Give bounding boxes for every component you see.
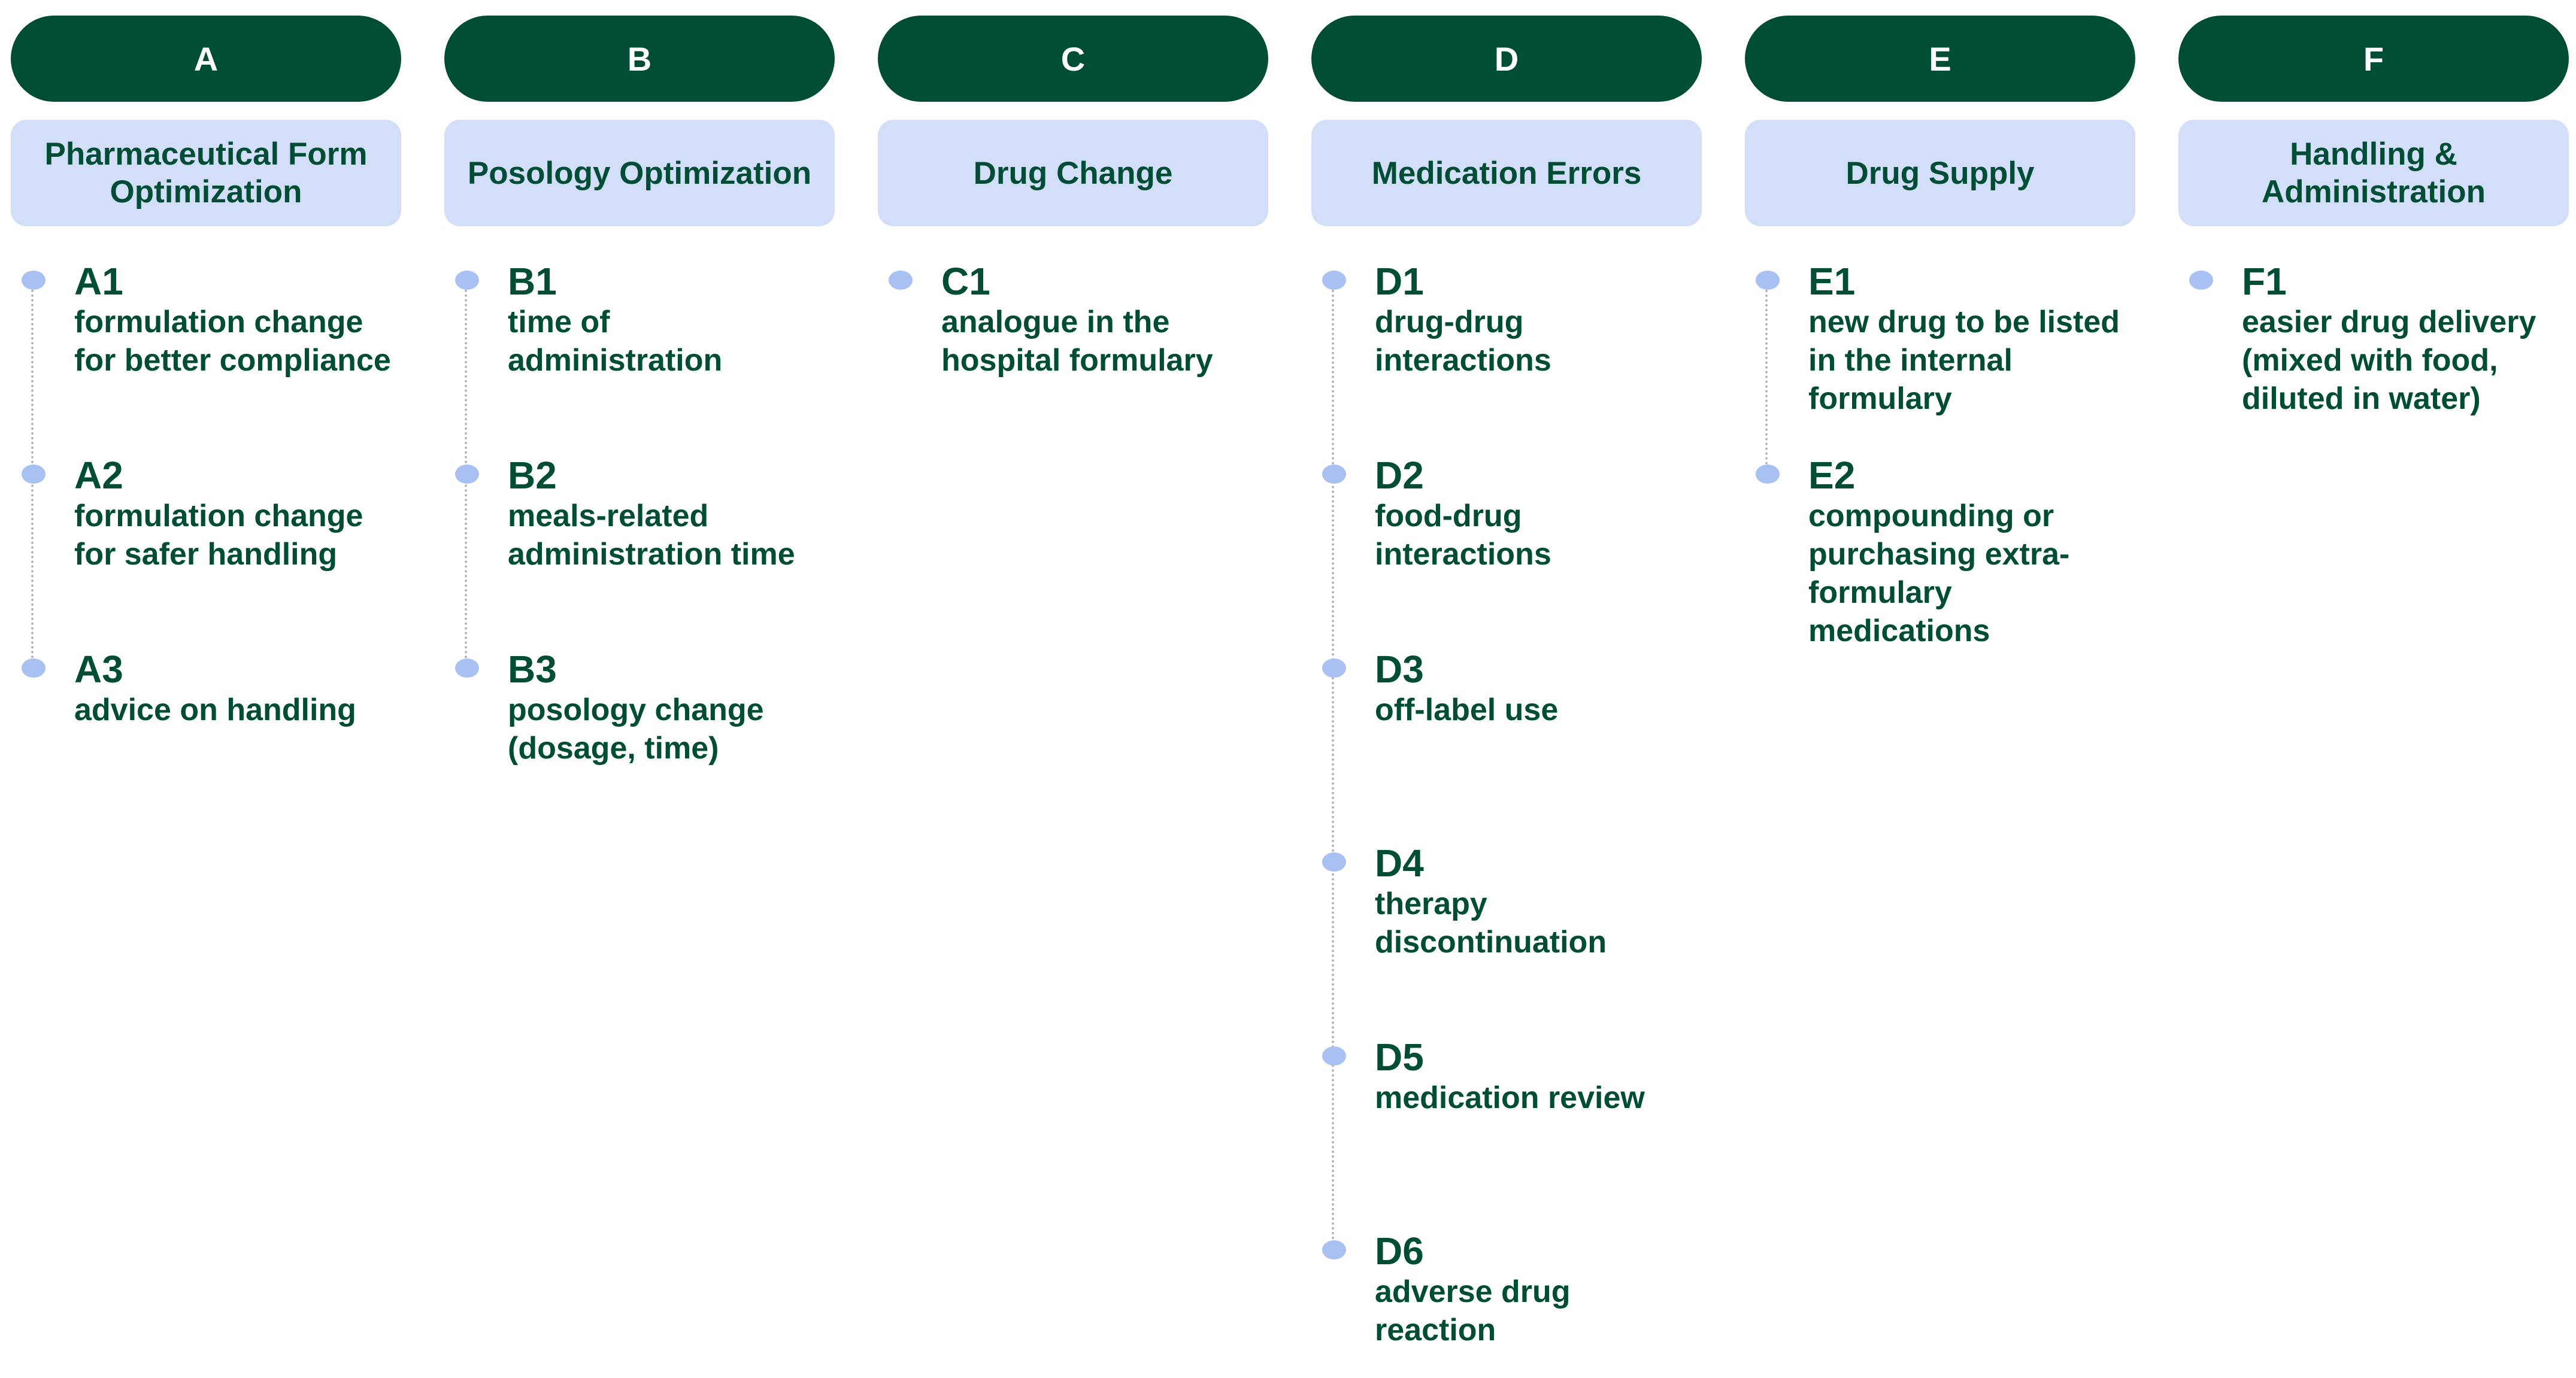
category-label: Posology Optimization [444,120,835,226]
item-code: F1 [2242,260,2287,303]
column-letter: B [444,16,835,102]
item-description: food-drug interactions [1375,499,1551,572]
column-letter: A [11,16,401,102]
item-code: D3 [1375,648,1424,691]
item-description: posology change (dosage, time) [508,693,764,766]
item-description: easier drug delivery (mixed with food, d… [2242,305,2536,416]
category-label: Drug Change [878,120,1268,226]
column-d: D Medication Errors D1 drug-drug interac… [1311,16,1702,1374]
item-list: F1 easier drug delivery (mixed with food… [2178,262,2569,1340]
bullet-dot [1322,1046,1346,1066]
item-description: new drug to be listed in the internal fo… [1808,305,2120,416]
item-description: meals-related administration time [508,499,795,572]
category-label: Handling & Administration [2178,120,2569,226]
item-code: A1 [74,260,123,303]
item-description: off-label use [1375,693,1559,727]
item-code: D1 [1375,260,1424,303]
bullet-dot [22,465,46,484]
bullet-dot [455,465,479,484]
column-b: B Posology Optimization B1 time of admin… [444,16,835,1374]
item-code: B2 [508,454,557,497]
item-code: D6 [1375,1230,1424,1273]
item-description: formulation change for safer handling [74,499,363,572]
item-list: E1 new drug to be listed in the internal… [1745,262,2135,1340]
item-description: compounding or purchasing extra-formular… [1808,499,2070,648]
item-list: D1 drug-drug interactions D2 food-drug i… [1311,260,1702,1347]
item-description: analogue in the hospital formulary [941,305,1213,378]
bullet-dot [22,271,46,290]
bullet-dot [1756,271,1780,290]
bullet-dot [455,658,479,678]
item-code: B1 [508,260,557,303]
column-a: A Pharmaceutical Form Optimization A1 fo… [11,16,401,1374]
item-code: A2 [74,454,123,497]
connector-line [1332,280,1334,1250]
column-letter: D [1311,16,1702,102]
connector-line [1765,280,1768,474]
item-code: C1 [941,260,990,303]
item-code: E1 [1808,260,1856,303]
item-description: adverse drug reaction [1375,1274,1571,1347]
column-f: F Handling & Administration F1 easier dr… [2178,16,2569,1374]
item-list: C1 analogue in the hospital formulary [878,262,1268,1340]
item-description: drug-drug interactions [1375,305,1551,378]
bullet-dot [22,658,46,678]
item-code: D2 [1375,454,1424,497]
item-description: advice on handling [74,693,356,727]
bullet-dot [1322,658,1346,678]
column-letter: C [878,16,1268,102]
bullet-dot [1322,1240,1346,1259]
item-code: A3 [74,648,123,691]
bullet-dot [1756,465,1780,484]
item-code: B3 [508,648,557,691]
item-code: D4 [1375,842,1424,885]
bullet-dot [455,271,479,290]
bullet-dot [1322,271,1346,290]
item-code: E2 [1808,454,1856,497]
category-label: Pharmaceutical Form Optimization [11,120,401,226]
column-c: C Drug Change C1 analogue in the hospita… [878,16,1268,1374]
bullet-dot [1322,465,1346,484]
item-description: therapy discontinuation [1375,887,1607,960]
item-description: time of administration [508,305,723,378]
bullet-dot [1322,852,1346,872]
column-letter: F [2178,16,2569,102]
item-description: formulation change for better compliance [74,305,391,378]
column-letter: E [1745,16,2135,102]
item-list: A1 formulation change for better complia… [11,262,401,1340]
bullet-dot [2189,271,2213,290]
item-description: medication review [1375,1080,1645,1115]
category-label: Medication Errors [1311,120,1702,226]
item-code: D5 [1375,1036,1424,1079]
category-label: Drug Supply [1745,120,2135,226]
item-list: B1 time of administration B2 meals-relat… [444,262,835,1340]
bullet-dot [889,271,913,290]
column-e: E Drug Supply E1 new drug to be listed i… [1745,16,2135,1374]
